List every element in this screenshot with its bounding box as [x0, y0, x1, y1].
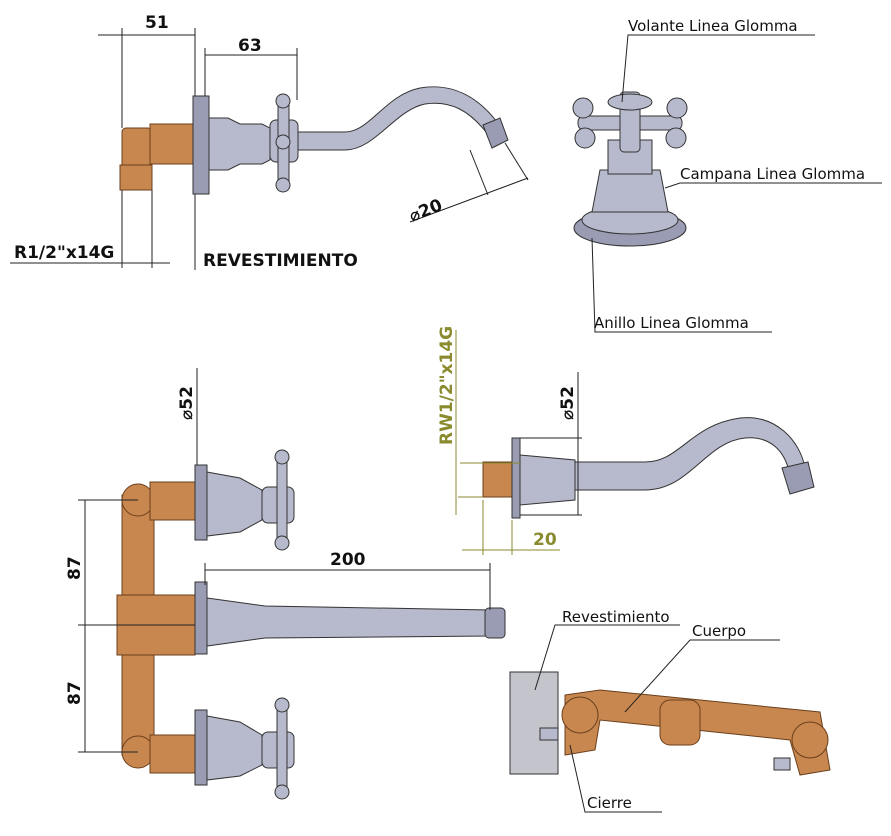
dia-20: ⌀20	[406, 195, 445, 226]
label-campana: Campana Linea Glomma	[680, 165, 865, 183]
spout-front	[206, 597, 491, 647]
valve-bottom	[194, 697, 295, 800]
label-cierre: Cierre	[587, 794, 632, 812]
dim-87-top: 87	[65, 556, 85, 580]
thread-rw: RW1/2"x14G	[437, 326, 457, 445]
cuerpo-body	[564, 689, 831, 776]
handle-knob-mid	[275, 134, 291, 150]
valve-bell	[208, 117, 271, 171]
label-revestimiento: Revestimiento	[562, 608, 670, 626]
side-view: 51 63 R1/2"x14G REVESTIMIENTO ⌀20	[10, 13, 529, 271]
dia-52-front: ⌀52	[177, 386, 197, 420]
inlet-bottom	[149, 734, 196, 774]
assembly-view: Revestimiento Cuerpo Cierre	[509, 608, 831, 813]
wall-plate	[192, 95, 210, 195]
dim-63: 63	[238, 36, 262, 56]
dia-52-spout: ⌀52	[558, 386, 578, 420]
dim-20: 20	[533, 530, 557, 550]
label-volante: Volante Linea Glomma	[628, 17, 798, 35]
revestimiento-plate	[509, 671, 559, 775]
front-view: 87 87 200 ⌀52	[65, 368, 506, 800]
handle-knob-top	[275, 93, 291, 109]
cierre-cartridge	[539, 727, 559, 741]
spout-body	[574, 417, 806, 491]
spout	[297, 86, 498, 151]
spout-view: RW1/2"x14G 20 ⌀52	[437, 326, 815, 555]
body-copper	[149, 123, 196, 165]
thread-label: R1/2"x14G	[14, 243, 114, 263]
dim-51: 51	[145, 13, 169, 33]
valve-top	[194, 449, 295, 551]
dim-87-bottom: 87	[65, 681, 85, 705]
spout-plate	[194, 581, 208, 655]
spout-aerator	[482, 117, 509, 149]
dim-200: 200	[330, 550, 366, 570]
handle-detail: Volante Linea Glomma Campana Linea Glomm…	[572, 17, 882, 333]
revestimiento-label: REVESTIMIENTO	[203, 251, 358, 271]
handle-knob-bottom	[275, 177, 291, 193]
inlet-top	[149, 481, 196, 521]
label-cuerpo: Cuerpo	[692, 622, 746, 640]
spout-thread-copper	[482, 461, 514, 498]
campana-bell	[591, 169, 669, 213]
label-anillo: Anillo Linea Glomma	[594, 314, 749, 332]
body-outlet	[119, 164, 153, 191]
